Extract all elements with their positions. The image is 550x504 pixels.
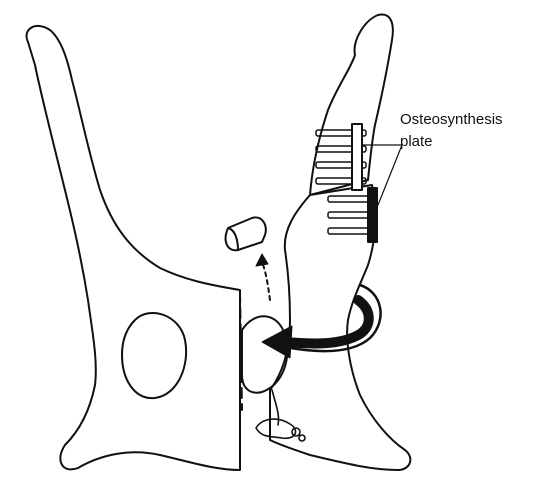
right-acetabulum-edge [242,316,287,392]
left-hemipelvis-outline [27,26,240,470]
lower-osteosynthesis-plate [368,188,377,242]
left-obturator-foramen [122,313,186,398]
rotation-arrow-body [285,300,369,344]
cerclage-wire [256,390,305,441]
callout-leader-lower [378,145,402,205]
callout-label-line1: Osteosynthesis [400,112,503,127]
fragment-removal-arrowhead [256,254,268,266]
bone-wedge-face [228,228,238,250]
fragment-removal-arrow [262,262,270,300]
upper-osteosynthesis-plate [352,124,362,190]
rotation-arrowhead [262,326,292,358]
bone-wedge-fragment [226,217,266,250]
callout-label-line2: plate [400,134,433,149]
